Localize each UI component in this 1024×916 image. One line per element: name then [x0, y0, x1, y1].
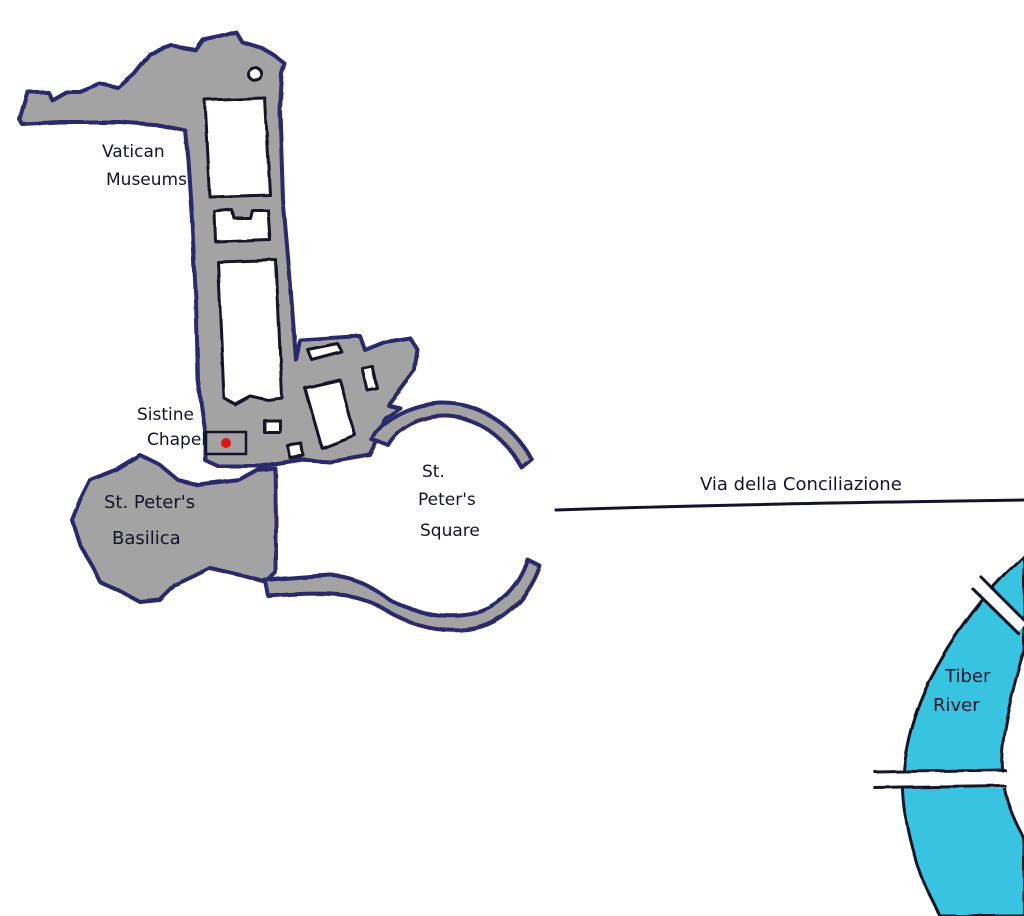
st-peters-square-line-2: Peter's [418, 490, 476, 510]
vatican-museums-line-2: Museums [106, 170, 187, 190]
courtyard-small-4 [286, 442, 306, 460]
bridge-upper-edge-1 [970, 586, 1022, 637]
sistine-chapel-line-1: Sistine [137, 405, 194, 425]
tiber-river-water [901, 554, 1024, 916]
courtyard-small-2 [360, 364, 379, 392]
sistine-chapel-building [204, 430, 248, 456]
colonnade-south [263, 558, 542, 633]
tiber-river [872, 554, 1024, 916]
courtyard-pigna-small [213, 208, 272, 244]
bridge-lower [872, 772, 1024, 788]
courtyard-parrot [303, 378, 357, 450]
courtyard-round [246, 66, 264, 82]
tiber-river-line-2: River [933, 695, 980, 716]
tiber-river-label: Tiber River [933, 666, 996, 716]
bridge-lower-edge-1 [873, 768, 1007, 774]
colonnade-north [370, 400, 534, 470]
tiber-river-line-1: Tiber [944, 666, 991, 687]
st-peters-square-line-1: St. [422, 462, 445, 482]
courtyard-north [203, 96, 272, 199]
red-dot-icon [221, 438, 231, 448]
sistine-chapel-label: Sistine Chapel [137, 405, 206, 450]
sistine-chapel-line-2: Chapel [147, 430, 206, 450]
courtyard-belvedere [216, 258, 284, 406]
courtyard-small-1 [306, 342, 344, 362]
st-peters-basilica-label: St. Peter's Basilica [104, 492, 201, 549]
st-peters-square-line-3: Square [420, 521, 480, 541]
st-peters-square-label: St. Peter's Square [418, 462, 481, 541]
via-della-conciliazione-road [554, 498, 1024, 512]
courtyard-small-3 [262, 418, 282, 434]
bridge-upper-edge-2 [978, 574, 1024, 622]
bridge-upper [970, 577, 1024, 633]
st-peters-basilica-line-1: St. Peter's [104, 492, 195, 513]
st-peters-basilica-line-2: Basilica [112, 528, 181, 549]
via-della-conciliazione-label: Via della Conciliazione [700, 474, 902, 495]
vatican-museums-line-1: Vatican [102, 142, 165, 162]
bridge-lower-edge-2 [873, 784, 1007, 790]
vatican-museums-building [18, 30, 420, 468]
vatican-museums-label: Vatican Museums [102, 142, 187, 190]
st-peters-basilica-building [70, 453, 278, 604]
